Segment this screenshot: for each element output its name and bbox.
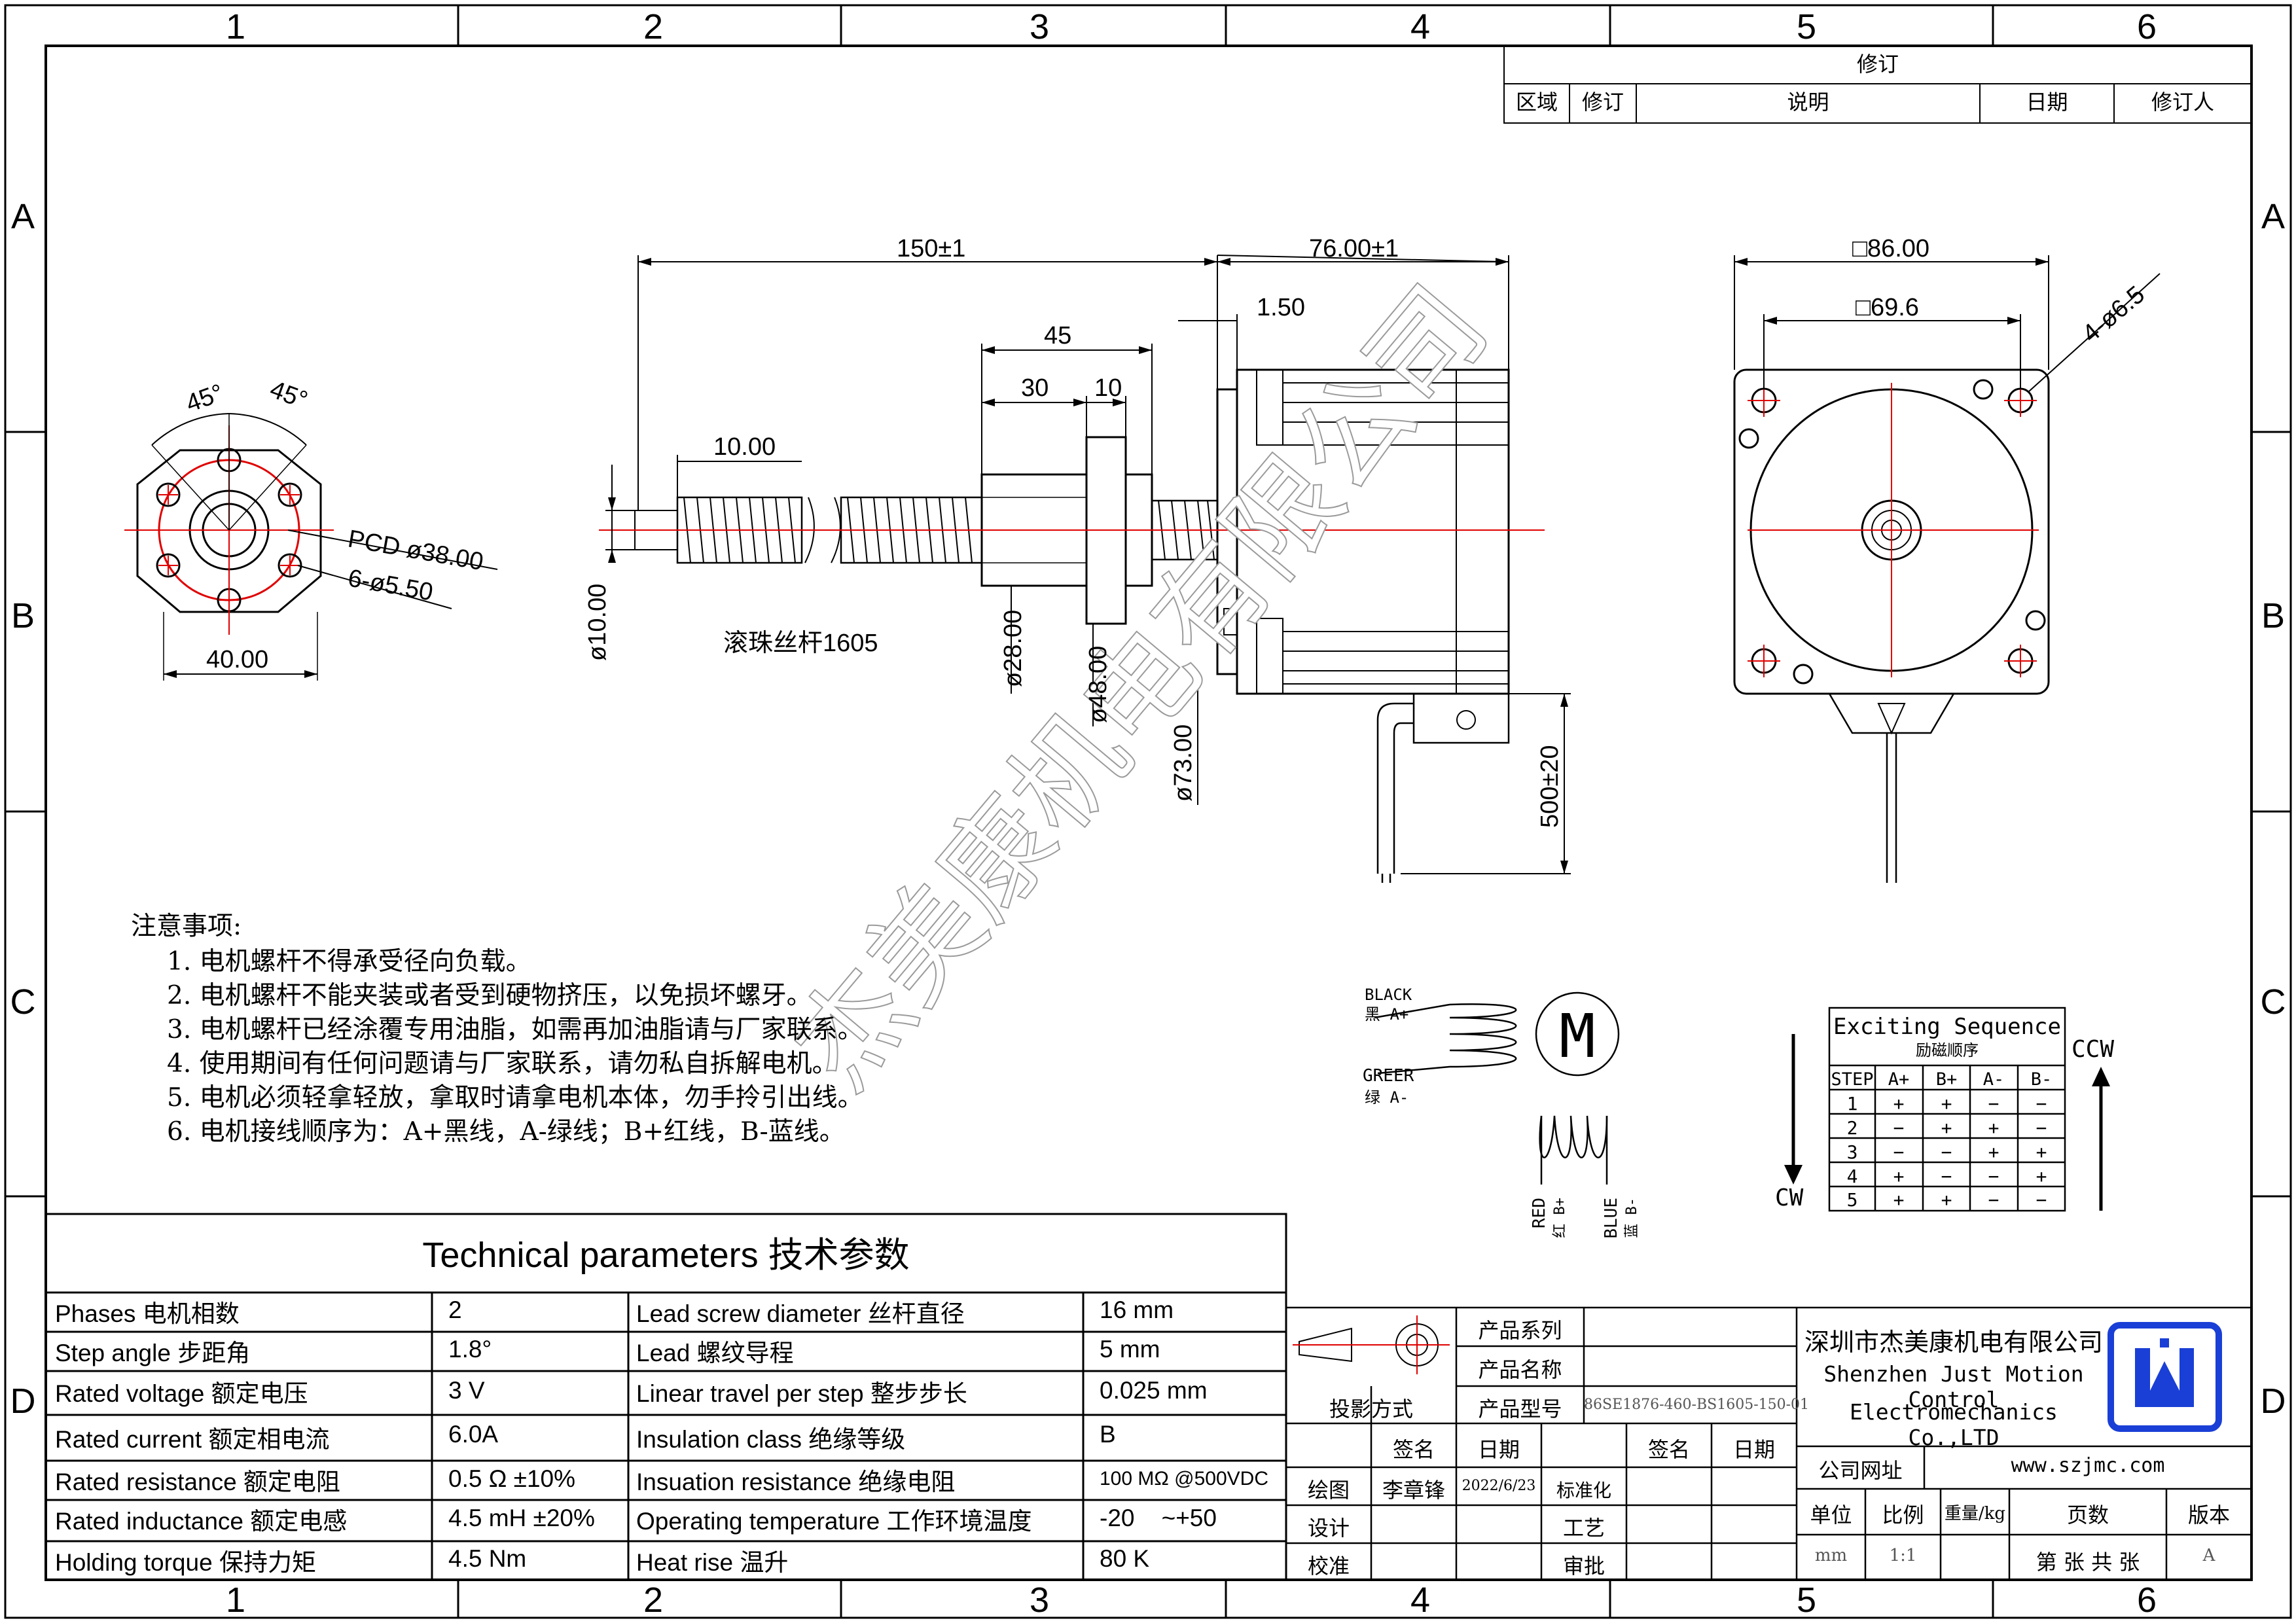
seq-cell: 1	[1847, 1093, 1858, 1115]
seq-cell: +	[1893, 1166, 1905, 1187]
wire-blue-cn: 蓝 B-	[1624, 1198, 1640, 1238]
nut-flange-dia-label: ø48.00	[1085, 646, 1112, 723]
angle-left-label: 45°	[183, 379, 227, 418]
sequence-title: Exciting Sequence	[1833, 1014, 2061, 1040]
seq-cell: −	[1893, 1117, 1905, 1139]
hole-spacing-label: □69.6	[1856, 294, 1919, 321]
seq-cell: −	[1893, 1141, 1905, 1163]
seq-cell: −	[2036, 1189, 2047, 1211]
ccw-label: CCW	[2072, 1036, 2114, 1063]
nut-holes-label: 6-ø5.50	[346, 565, 435, 607]
motor-boss-dia-label: ø73.00	[1170, 724, 1197, 802]
seq-cell: 4	[1847, 1166, 1858, 1187]
seq-cell: −	[1988, 1166, 2000, 1187]
seq-cell: 5	[1847, 1189, 1858, 1211]
mount-holes-label: 4-ø6.5	[2077, 281, 2150, 348]
note-item: 5. 电机必须轻拿轻放，拿取时请拿电机本体，勿手拎引出线。	[167, 1083, 863, 1113]
note-item: 1. 电机螺杆不得承受径向负载。	[167, 947, 531, 976]
wire-black-en: BLACK	[1365, 986, 1412, 1004]
seq-cell: +	[1893, 1189, 1905, 1211]
screw-dia-label: ø10.00	[584, 584, 611, 661]
motor-symbol: M	[1559, 1001, 1595, 1071]
wire-green-cn: 绿 A-	[1365, 1088, 1408, 1107]
seq-cell: +	[1941, 1117, 1952, 1139]
seq-cell: −	[2036, 1117, 2047, 1139]
zone-ticks	[5, 5, 2291, 1618]
notes-title: 注意事项:	[131, 912, 242, 941]
direction-arrows	[1784, 1034, 2110, 1211]
seq-cell: 2	[1847, 1117, 1858, 1139]
frame-size-label: □86.00	[1852, 235, 1929, 262]
nut-front-view	[124, 413, 498, 681]
nut-width-label: 40.00	[206, 646, 268, 673]
nut-dia-label: ø28.00	[999, 610, 1027, 687]
motor-front-view	[1733, 255, 2161, 883]
note-item: 6. 电机接线顺序为：A+黑线，A-绿线；B+红线，B-蓝线。	[167, 1117, 845, 1147]
seq-cell: +	[2036, 1166, 2047, 1187]
nut-body-label: 30	[1021, 374, 1049, 402]
notes-block: 注意事项: 1. 电机螺杆不得承受径向负载。 2. 电机螺杆不能夹装或者受到硬物…	[131, 910, 1113, 1149]
nut-flange-label: 10	[1094, 374, 1122, 402]
sequence-table	[1828, 1007, 2066, 1212]
seq-cell: −	[1988, 1093, 2000, 1115]
seq-header-step: STEP	[1831, 1069, 1873, 1090]
wire-blue-en: BLUE	[1602, 1198, 1621, 1239]
wire-red-en: RED	[1530, 1198, 1549, 1228]
title-block	[1285, 1306, 2253, 1581]
seq-header-a-plus: A+	[1888, 1069, 1910, 1090]
seq-cell: +	[2036, 1141, 2047, 1163]
screw-label: 滚珠丝杆1605	[723, 630, 878, 657]
seq-cell: +	[1941, 1093, 1952, 1115]
wire-green-en: GREER	[1363, 1066, 1414, 1086]
angle-right-label: 45°	[266, 376, 311, 414]
wiring-diagram	[1374, 991, 1620, 1185]
sequence-subtitle: 励磁顺序	[1916, 1041, 1979, 1060]
cw-label: CW	[1775, 1185, 1804, 1211]
seq-cell: −	[1941, 1141, 1952, 1163]
flange-offset-label: 1.50	[1257, 294, 1305, 321]
note-item: 4. 使用期间有任何问题请与厂家联系，请勿私自拆解电机。	[167, 1049, 838, 1079]
seq-cell: 3	[1847, 1141, 1858, 1163]
seq-cell: −	[1941, 1166, 1952, 1187]
seq-cell: +	[1941, 1189, 1952, 1211]
seq-header-a-minus: A-	[1983, 1069, 2005, 1090]
seq-cell: −	[1988, 1189, 2000, 1211]
note-item: 2. 电机螺杆不能夹装或者受到硬物挤压，以免损坏螺牙。	[167, 981, 812, 1010]
seq-header-b-plus: B+	[1936, 1069, 1958, 1090]
seq-header-b-minus: B-	[2031, 1069, 2053, 1090]
seq-cell: +	[1988, 1141, 2000, 1163]
wire-red-cn: 红 B+	[1552, 1198, 1568, 1238]
thread-segment-label: 10.00	[713, 433, 776, 461]
company-logo	[2108, 1322, 2222, 1432]
screw-length-label: 150±1	[897, 235, 965, 262]
note-item: 3. 电机螺杆已经涂覆专用油脂，如需再加油脂请与厂家联系。	[167, 1015, 863, 1044]
tech-params-table	[45, 1213, 1287, 1581]
wire-black-cn: 黑 A+	[1365, 1005, 1408, 1024]
seq-cell: −	[2036, 1093, 2047, 1115]
motor-length-label: 76.00±1	[1309, 235, 1399, 262]
motor-side-view	[599, 255, 1571, 883]
nut-length-label: 45	[1044, 322, 1071, 349]
lead-length-label: 500±20	[1536, 745, 1564, 828]
seq-cell: +	[1893, 1093, 1905, 1115]
seq-cell: +	[1988, 1117, 2000, 1139]
revision-block	[1503, 45, 2252, 124]
